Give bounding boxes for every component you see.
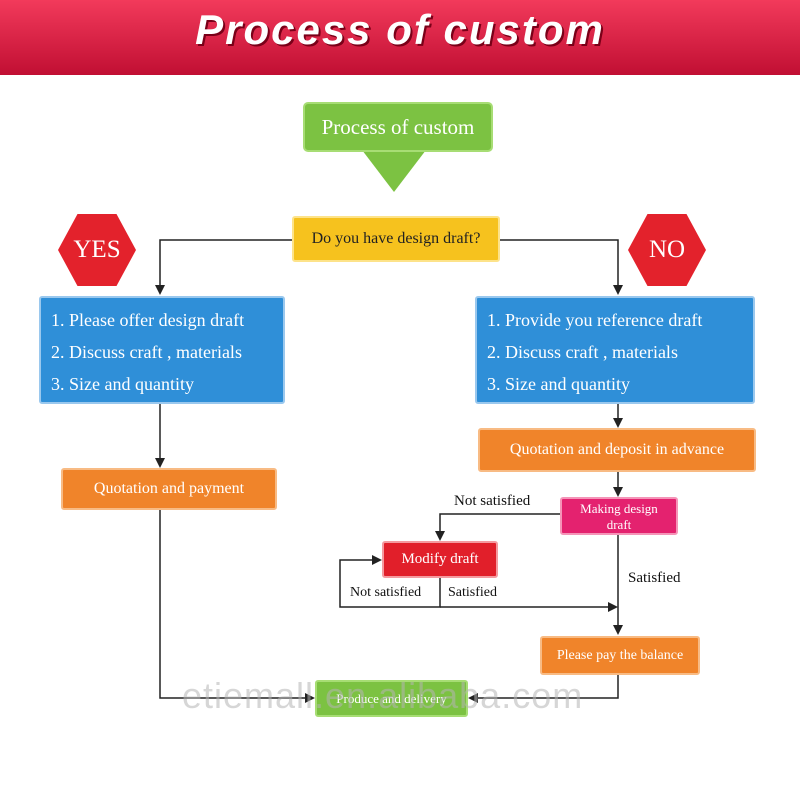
no-step-1: 1. Provide you reference draft xyxy=(487,310,703,330)
yes-quotation-label: Quotation and payment xyxy=(93,480,245,497)
making-draft-line2: draft xyxy=(606,517,632,532)
no-quotation-label: Quotation and deposit in advance xyxy=(509,441,725,458)
label-not-satisfied-bottom: Not satisfied xyxy=(350,585,422,600)
banner-title: Process of custom xyxy=(195,6,605,53)
arrow-making-to-modify xyxy=(435,513,560,541)
no-badge: NO xyxy=(628,214,706,286)
no-step-3: 3. Size and quantity xyxy=(487,374,630,394)
arrow-yes-quote-to-produce xyxy=(159,510,315,703)
arrow-balance-to-produce xyxy=(468,675,619,703)
question-label: Do you have design draft? xyxy=(311,230,481,247)
yes-steps-box: 1. Please offer design draft 2. Discuss … xyxy=(39,296,285,404)
question-box: Do you have design draft? xyxy=(292,216,500,262)
no-quotation-box: Quotation and deposit in advance xyxy=(478,428,756,472)
produce-label: Produce and delivery xyxy=(336,691,447,706)
arrow-question-to-yes xyxy=(155,239,292,295)
start-label: Process of custom xyxy=(321,115,475,139)
making-draft-line1: Making design xyxy=(580,501,658,516)
produce-box: Produce and delivery xyxy=(315,680,468,717)
making-draft-box: Making design draft xyxy=(560,497,678,535)
label-not-satisfied-top: Not satisfied xyxy=(454,493,531,509)
arrow-modify-loop xyxy=(339,555,441,608)
modify-draft-label: Modify draft xyxy=(401,551,479,567)
no-steps-box: 1. Provide you reference draft 2. Discus… xyxy=(475,296,755,404)
yes-step-3: 3. Size and quantity xyxy=(51,374,194,394)
start-pointer xyxy=(362,150,426,192)
yes-step-2: 2. Discuss craft , materials xyxy=(51,342,242,362)
modify-draft-box: Modify draft xyxy=(382,541,498,578)
label-satisfied-right: Satisfied xyxy=(628,570,681,586)
balance-box: Please pay the balance xyxy=(540,636,700,675)
banner: Process of custom xyxy=(0,0,800,75)
arrow-question-to-no xyxy=(500,239,623,295)
balance-label: Please pay the balance xyxy=(556,648,684,663)
label-satisfied-bottom: Satisfied xyxy=(448,585,497,600)
watermark: etiemall.en.alibaba.com xyxy=(182,675,584,716)
yes-quotation-box: Quotation and payment xyxy=(61,468,277,510)
yes-step-1: 1. Please offer design draft xyxy=(51,310,245,330)
no-step-2: 2. Discuss craft , materials xyxy=(487,342,678,362)
start-box: Process of custom xyxy=(303,102,493,152)
yes-badge: YES xyxy=(58,214,136,286)
